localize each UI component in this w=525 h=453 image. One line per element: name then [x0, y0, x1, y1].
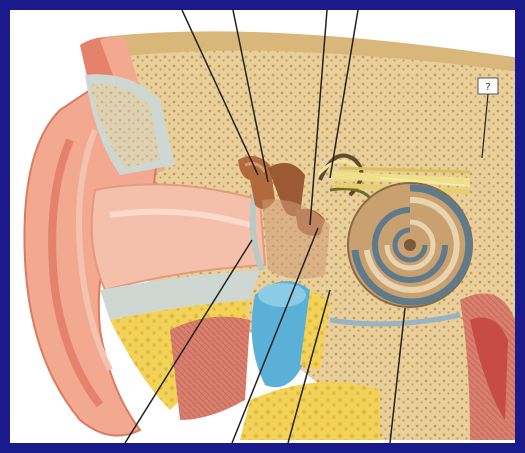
- eustachian-tube-opening: [258, 283, 306, 307]
- cochlea: [348, 183, 472, 307]
- unknown-label-text: ?: [485, 82, 490, 93]
- parotid-muscle: [170, 317, 250, 420]
- lower-tissue: [240, 382, 380, 440]
- ear-anatomy-illustration: ?: [10, 10, 515, 443]
